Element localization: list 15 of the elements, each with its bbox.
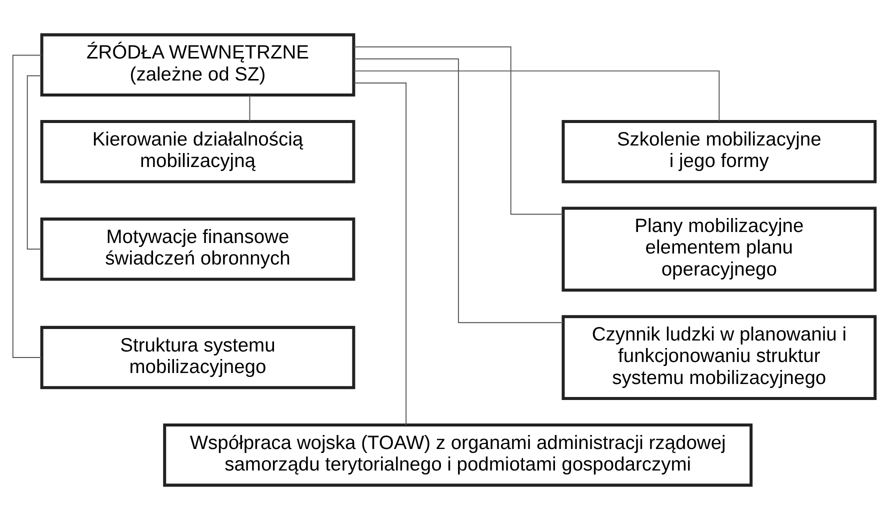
connector bbox=[249, 94, 250, 122]
node-box: Plany mobilizacyjne elementem planu operacyjnego bbox=[562, 206, 877, 292]
node-box: Czynnik ludzki w planowaniu i funkcjonowaniu struktur systemu mobilizacyjnego bbox=[562, 314, 877, 400]
node-box: ŹRÓDŁA WEWNĘTRZNE (zależne od SZ) bbox=[40, 32, 356, 96]
connector bbox=[353, 46, 564, 214]
node-box: Motywacje finansowe świadczeń obronnych bbox=[40, 217, 356, 280]
node-box: Kierowanie działalnością mobilizacyjną bbox=[40, 120, 356, 183]
connector bbox=[353, 70, 720, 122]
connector bbox=[353, 58, 564, 323]
connector bbox=[354, 82, 407, 425]
node-box: Szkolenie mobilizacyjne i jego formy bbox=[562, 120, 877, 183]
connector bbox=[12, 54, 42, 358]
connector bbox=[26, 74, 42, 250]
node-box: Współpraca wojska (TOAW) z organami administracji rządowej samorządu terytorialnego i podmiotami gospodarczymi bbox=[163, 422, 753, 486]
node-box: Struktura systemu mobilizacyjnego bbox=[40, 325, 356, 389]
